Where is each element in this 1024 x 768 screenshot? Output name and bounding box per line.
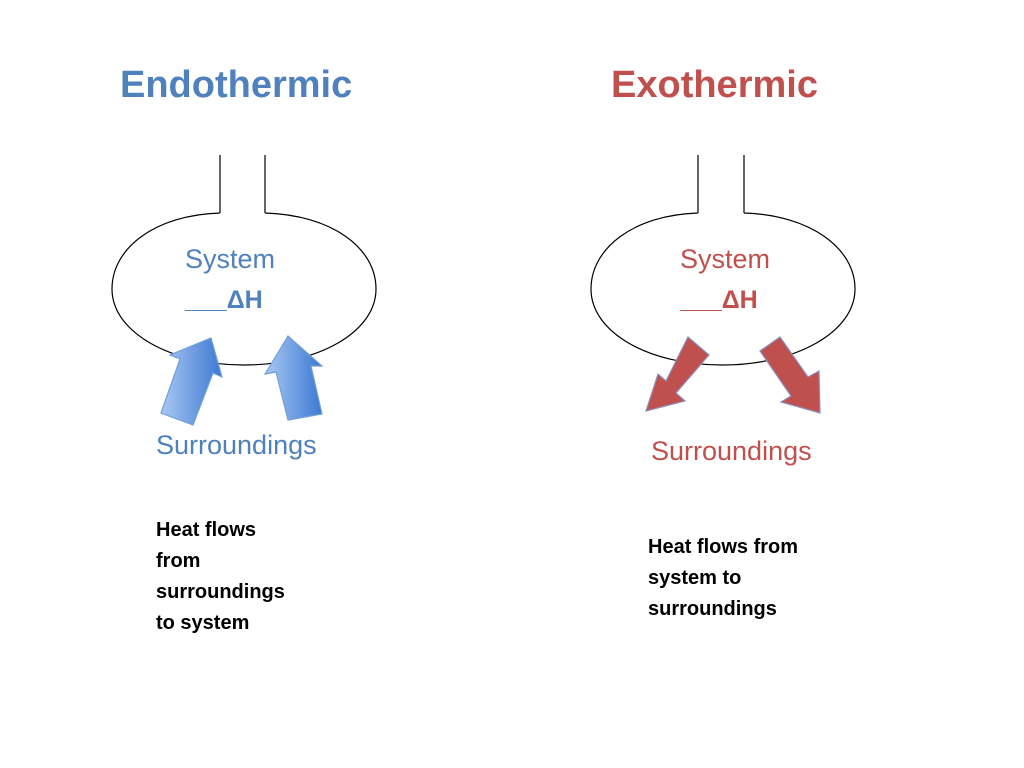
endothermic-arrow-left bbox=[160, 337, 223, 426]
exothermic-description: Heat flows from system to surroundings bbox=[648, 532, 848, 625]
endothermic-system-label: System bbox=[185, 244, 276, 274]
exothermic-flask-outline bbox=[590, 155, 856, 366]
exothermic-arrow-left bbox=[645, 336, 710, 412]
endothermic-title: Endothermic bbox=[120, 64, 353, 106]
exothermic-system-label: System bbox=[680, 244, 771, 274]
exothermic-arrow-right bbox=[759, 336, 821, 414]
exothermic-description-line: surroundings bbox=[648, 598, 777, 620]
endothermic-flask-outline bbox=[111, 155, 377, 366]
endothermic-surroundings-label: Surroundings bbox=[156, 430, 317, 460]
endothermic-description: Heat flows from surroundings to system bbox=[156, 515, 326, 639]
exothermic-flask bbox=[590, 155, 856, 366]
exothermic-description-line: Heat flows from bbox=[648, 536, 799, 558]
exothermic-delta-h-label: ___ΔH bbox=[680, 286, 758, 314]
exothermic-title: Exothermic bbox=[611, 64, 818, 106]
endothermic-description-line: from bbox=[156, 550, 201, 572]
exothermic-description-line: system to bbox=[648, 567, 742, 589]
endothermic-description-line: Heat flows bbox=[156, 519, 257, 541]
endothermic-arrow-right bbox=[263, 335, 324, 421]
exothermic-surroundings-label: Surroundings bbox=[651, 436, 812, 466]
endothermic-description-line: to system bbox=[156, 612, 250, 634]
endothermic-description-line: surroundings bbox=[156, 581, 285, 603]
endothermic-flask bbox=[111, 155, 377, 366]
endothermic-delta-h-label: ___ΔH bbox=[185, 286, 263, 314]
